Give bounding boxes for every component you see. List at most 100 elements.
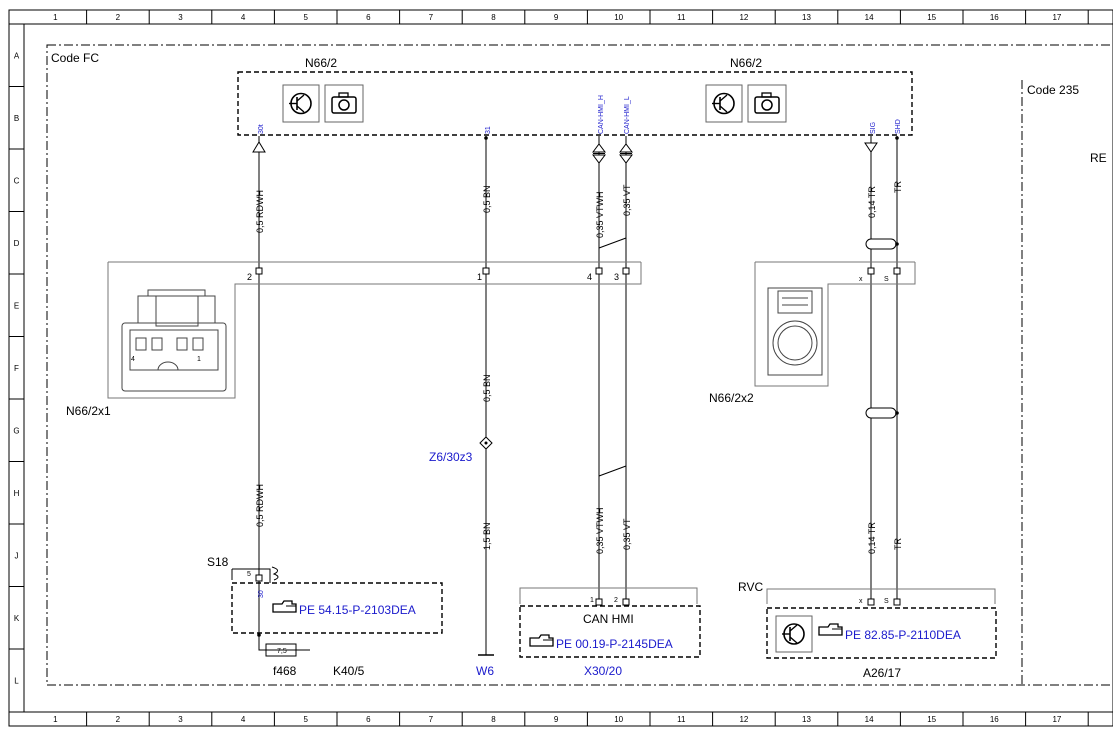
code-fc-boundary: [46, 44, 1113, 686]
wire-label-shd-bot: TR: [893, 538, 903, 550]
ruler-col-label: 16: [990, 13, 999, 22]
switch-s18-label: S18: [207, 555, 229, 569]
pin-31-label: 31: [485, 126, 492, 134]
ruler-col-label: 2: [116, 13, 121, 22]
fuse-value: 7,5: [277, 648, 287, 655]
frame: 1122334455667788991010111112121313141415…: [8, 9, 1113, 727]
a26-17-label: A26/17: [863, 666, 901, 680]
wire-label-vt-bot: 0,35 VT: [622, 518, 632, 550]
wire-label-vtwh-top: 0,35 VTWH: [595, 191, 605, 238]
ruler-col-label: 5: [303, 715, 308, 724]
wire-label-bn-bot: 1,5 BN: [482, 522, 492, 550]
ruler-col-label: 5: [303, 13, 308, 22]
connector-n66-2x2[interactable]: [754, 261, 916, 387]
ruler-col-label: 3: [178, 13, 183, 22]
pointing-hand-icon-can: [529, 634, 554, 647]
pin-30t-label: 30t: [258, 124, 265, 134]
code-fc-label: Code FC: [51, 51, 99, 65]
ruler-row-label: E: [14, 301, 19, 310]
wire-vt[interactable]: [619, 136, 633, 605]
transistor-icon[interactable]: [282, 84, 320, 123]
x2-pin-s: S: [884, 276, 889, 283]
fuse-pin-30: 30: [258, 590, 265, 598]
ruler-col-label: 6: [366, 715, 371, 724]
x1-pin-4: 4: [587, 272, 592, 282]
ruler-col-label: 17: [1052, 715, 1061, 724]
twist-mark-bottom: [598, 465, 627, 477]
twist-mark-top: [598, 237, 627, 249]
connector-n66-2x1[interactable]: [107, 261, 642, 399]
ruler-col-label: 1: [53, 13, 58, 22]
ruler-row-label: F: [14, 364, 19, 373]
a26-17-ref-link[interactable]: PE 82.85-P-2110DEA: [845, 628, 961, 642]
wire-shd[interactable]: [895, 136, 899, 604]
code-235-label: Code 235: [1027, 83, 1079, 97]
k40-5-module-box[interactable]: [231, 582, 443, 634]
splice-label: Z6/30z3: [429, 450, 473, 464]
splice-icon[interactable]: [479, 436, 493, 450]
transistor-icon-right[interactable]: [705, 84, 743, 123]
camera-icon-right[interactable]: [747, 84, 787, 123]
can-hmi-ref-link[interactable]: PE 00.19-P-2145DEA: [556, 637, 673, 651]
rvc-label: RVC: [738, 580, 763, 594]
wire-sig[interactable]: [864, 136, 878, 604]
pointing-hand-icon-rvc: [818, 623, 843, 636]
ruler-col-label: 11: [677, 715, 686, 724]
rvc-connector[interactable]: [766, 588, 996, 604]
shield-oval-top: [865, 238, 897, 250]
k40-5-ref-link[interactable]: PE 54.15-P-2103DEA: [299, 603, 416, 617]
ruler-col-label: 9: [554, 715, 559, 724]
transistor-icon-rvc[interactable]: [775, 615, 813, 653]
ruler-col-label: 4: [241, 715, 246, 724]
ruler-col-label: 12: [739, 13, 748, 22]
ruler-row-label: A: [14, 51, 20, 60]
ruler-col-label: 11: [677, 13, 686, 22]
ruler-row-label: D: [14, 239, 20, 248]
ruler-col-label: 17: [1052, 13, 1061, 22]
ruler-col-label: 4: [241, 13, 246, 22]
ruler-col-label: 3: [178, 715, 183, 724]
n66-2-label-right: N66/2: [730, 56, 762, 70]
wire-label-sig-top: 0,14 TR: [867, 186, 877, 218]
fuse-pin-5: 5: [247, 571, 251, 578]
can-hmi-module-box[interactable]: [519, 605, 701, 658]
ruler-col-label: 9: [554, 13, 559, 22]
shield-oval-bottom: [865, 407, 897, 419]
fuse-f468-label: f468: [273, 664, 297, 678]
ruler-row-label: C: [14, 176, 20, 185]
ruler-col-label: 8: [491, 13, 496, 22]
ruler-row-label: J: [15, 551, 19, 560]
k40-5-label: K40/5: [333, 664, 365, 678]
ruler-col-label: 7: [429, 715, 434, 724]
wire-label-sig-bot: 0,14 TR: [867, 522, 877, 554]
ruler-col-label: 8: [491, 715, 496, 724]
wire-rdwh[interactable]: [252, 136, 266, 634]
x1-pin-1: 1: [477, 272, 482, 282]
ground-w6-label: W6: [476, 664, 494, 678]
connector-face-x1-icon: [121, 289, 227, 392]
can-hmi-connector[interactable]: [519, 587, 698, 604]
n66-2-module-box[interactable]: [237, 71, 913, 136]
ruler-row-label: H: [14, 489, 20, 498]
a26-17-module-box[interactable]: [766, 607, 997, 659]
connector-x1-label: N66/2x1: [66, 404, 111, 418]
ruler-col-label: 13: [802, 13, 811, 22]
x2-pin-x: x: [859, 276, 863, 283]
ruler-row-label: L: [14, 676, 19, 685]
ruler-col-label: 14: [865, 715, 874, 724]
camera-icon[interactable]: [324, 84, 364, 123]
wire-label-rdwh-top: 0,5 RDWH: [255, 190, 265, 233]
ruler-col-label: 12: [739, 715, 748, 724]
ruler-col-label: 2: [116, 715, 121, 724]
ruler-col-label: 16: [990, 715, 999, 724]
wire-bn[interactable]: [484, 136, 488, 655]
n66-2-label-left: N66/2: [305, 56, 337, 70]
x1-face-pin-4: 4: [131, 356, 135, 363]
ruler-col-label: 7: [429, 13, 434, 22]
x1-pin-2: 2: [247, 272, 252, 282]
wire-vtwh[interactable]: [592, 136, 606, 605]
can-pin-1: 1: [590, 597, 594, 604]
cut-off-label: RE: [1090, 151, 1107, 165]
pin-shd-label: SHD: [895, 119, 902, 134]
